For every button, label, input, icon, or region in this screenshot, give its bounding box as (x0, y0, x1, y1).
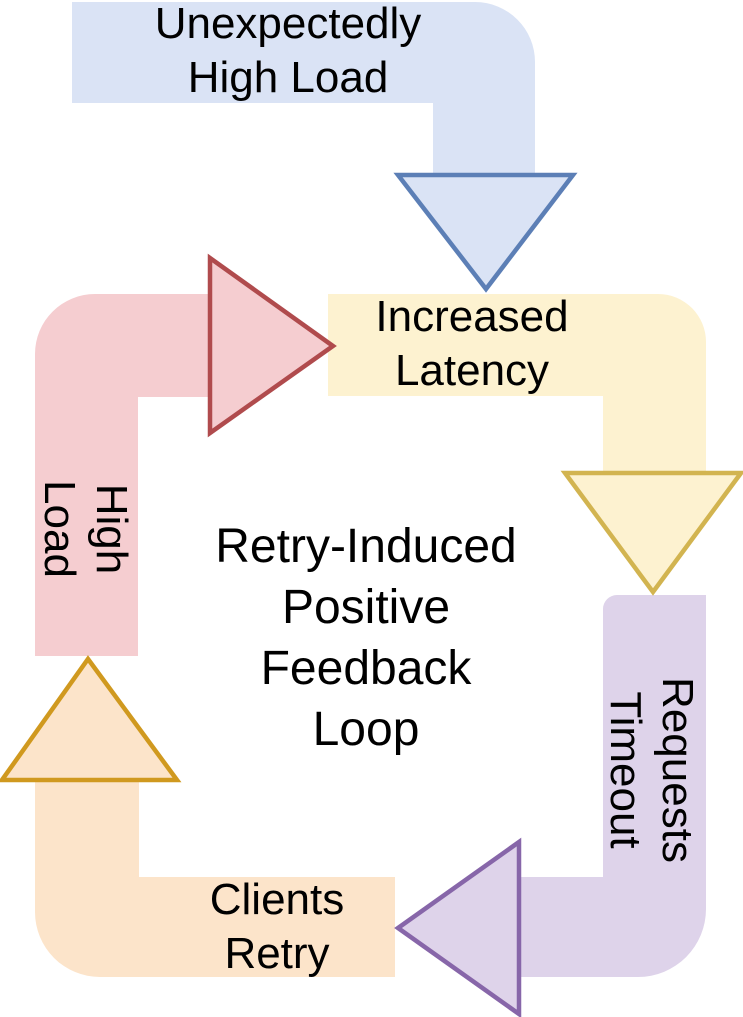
arrowhead-high-load-right-icon (207, 253, 337, 438)
label-center-title: Retry-Induced Positive Feedback Loop (215, 520, 517, 756)
label-clients-retry: Clients Retry (209, 875, 345, 978)
band-high-load (35, 294, 210, 656)
band-increased-latency (328, 294, 706, 474)
label-high-load: High Load (35, 480, 136, 578)
label-requests-timeout: Requests Timeout (601, 677, 702, 863)
arrowhead-clients-retry-up-icon (0, 655, 182, 783)
label-unexpectedly-high-load: Unexpectedly High Load (154, 0, 422, 102)
band-requests-timeout (519, 595, 706, 977)
arrowhead-unexpected-load-down-icon (393, 172, 578, 293)
arrowhead-requests-timeout-left-icon (394, 837, 522, 1017)
band-clients-retry (35, 779, 395, 977)
band-unexpectedly-high-load (72, 2, 535, 176)
label-increased-latency: Increased Latency (375, 292, 569, 395)
arrowhead-increased-latency-down-icon (560, 470, 743, 596)
